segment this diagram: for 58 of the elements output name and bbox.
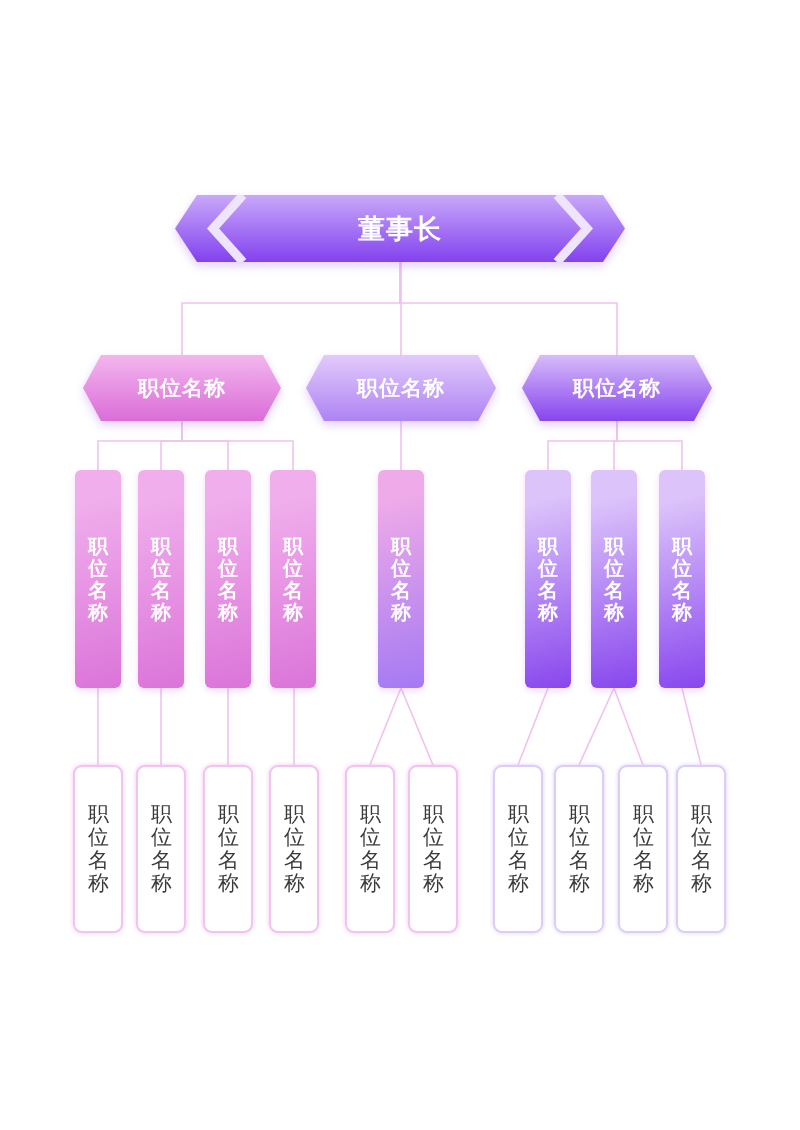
title-banner xyxy=(175,195,625,262)
position-card xyxy=(408,765,458,933)
hexagon-box xyxy=(522,355,712,421)
position-bar xyxy=(659,470,705,688)
position-card xyxy=(554,765,604,933)
position-title: 职位名称 xyxy=(283,802,305,896)
position-title: 职位名称 xyxy=(507,802,529,896)
connector-line xyxy=(400,687,434,766)
position-title: 职位名称 xyxy=(538,535,558,623)
position-card xyxy=(676,765,726,933)
position-title: 职位名称 xyxy=(357,375,445,402)
connector-line xyxy=(400,261,402,356)
connector-line xyxy=(97,687,99,766)
position-title: 职位名称 xyxy=(87,802,109,896)
connector-line xyxy=(681,687,702,766)
position-title: 职位名称 xyxy=(422,802,444,896)
position-bar xyxy=(525,470,571,688)
position-card xyxy=(493,765,543,933)
position-title: 职位名称 xyxy=(604,535,624,623)
position-card xyxy=(203,765,253,933)
position-title: 职位名称 xyxy=(150,802,172,896)
position-title: 职位名称 xyxy=(151,535,171,623)
position-bar xyxy=(75,470,121,688)
position-title: 职位名称 xyxy=(672,535,692,623)
connector-line xyxy=(160,687,162,766)
position-title: 职位名称 xyxy=(391,535,411,623)
position-title: 职位名称 xyxy=(573,375,661,402)
hexagon-box xyxy=(83,355,281,421)
position-title: 职位名称 xyxy=(359,802,381,896)
position-bar xyxy=(270,470,316,688)
connector-line xyxy=(293,687,295,766)
position-title: 职位名称 xyxy=(138,375,226,402)
position-title: 职位名称 xyxy=(218,535,238,623)
position-card xyxy=(345,765,395,933)
connector-line xyxy=(399,261,618,356)
position-bar xyxy=(205,470,251,688)
chairman-title: 董事长 xyxy=(358,211,442,246)
position-title: 职位名称 xyxy=(690,802,712,896)
connector-line xyxy=(227,687,229,766)
position-bar xyxy=(591,470,637,688)
position-title: 职位名称 xyxy=(632,802,654,896)
position-title: 职位名称 xyxy=(88,535,108,623)
position-card xyxy=(136,765,186,933)
position-bar xyxy=(378,470,424,688)
connector-line xyxy=(400,420,402,471)
connector-line xyxy=(517,687,549,766)
connector-line xyxy=(578,687,615,766)
connector-line xyxy=(616,420,683,471)
position-card xyxy=(618,765,668,933)
position-title: 职位名称 xyxy=(568,802,590,896)
position-title: 职位名称 xyxy=(217,802,239,896)
connector-line xyxy=(369,687,402,766)
position-title: 职位名称 xyxy=(283,535,303,623)
connector-line xyxy=(613,687,644,766)
position-card xyxy=(269,765,319,933)
hexagon-box xyxy=(306,355,496,421)
position-bar xyxy=(138,470,184,688)
position-card xyxy=(73,765,123,933)
